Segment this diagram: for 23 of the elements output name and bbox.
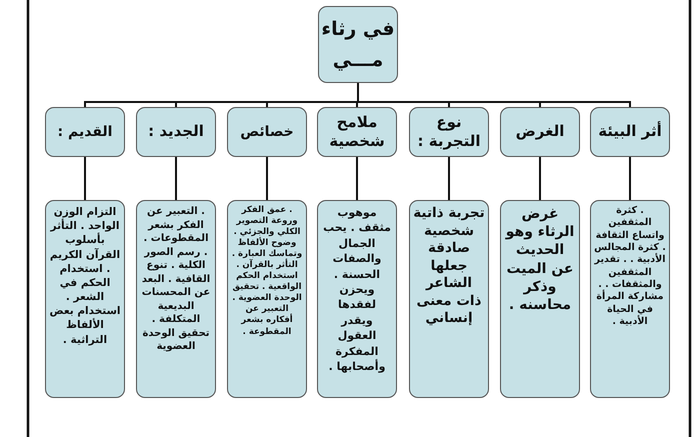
category-box: نوع التجربة : <box>409 107 489 157</box>
category-box: الغرض <box>500 107 580 157</box>
connector-line <box>175 157 177 200</box>
content-box: . عمق الفكر وروعة التصوير الكلي والجزئي . وضوح الألفاظ وتماسك العبارة . التأثر بالقرآن . استخدام الحكم الواقعية . تحقيق الوحدة العضوية . التعبير عن أفكاره بشعر المقطوعة . <box>227 200 307 398</box>
connector-line <box>448 157 450 200</box>
connector-line <box>266 157 268 200</box>
category-box: ملامح شخصية <box>317 107 397 157</box>
title-box: في رثاء مـــي <box>318 6 398 83</box>
content-box: . كثرة المثقفين واتساع الثقافة . كثرة المجالس الأدبية . . تقدير المثقفين والمثقفات . . مشاركة المرأة في الحياة الأدبية . <box>590 200 670 398</box>
connector-line <box>356 157 358 200</box>
content-box: موهوب مثقف . يحب الجمال والصفات الحسنة . ويحزن لفقدها ويقدر العقول المفكرة وأصحابها . <box>317 200 397 398</box>
connector-line <box>84 83 359 107</box>
category-box: خصائص <box>227 107 307 157</box>
content-box: تجربة ذاتية شخصية صادقة جعلها الشاعر ذات معنى إنساني <box>409 200 489 398</box>
connector-line <box>539 157 541 200</box>
connector-line <box>84 157 86 200</box>
connector-line <box>629 157 631 200</box>
content-box: . التعبير عن الفكر بشعر المقطوعات . . رسم الصور الكلية . تنوع القافية . البعد عن المحسنات البديعية المتكلفة . تحقيق الوحدة العضوية <box>136 200 216 398</box>
category-box: الجديد : <box>136 107 216 157</box>
content-box: غرض الرثاء وهو الحديث عن الميت وذكر محاسنه . <box>500 200 580 398</box>
category-box: القديم : <box>45 107 125 157</box>
content-box: التزام الوزن الواحد . التأثر بأسلوب القرآن الكريم . استخدام الحكم في الشعر . استخدام بعض الألفاظ التراثية . <box>45 200 125 398</box>
category-box: أثر البيئة <box>590 107 670 157</box>
